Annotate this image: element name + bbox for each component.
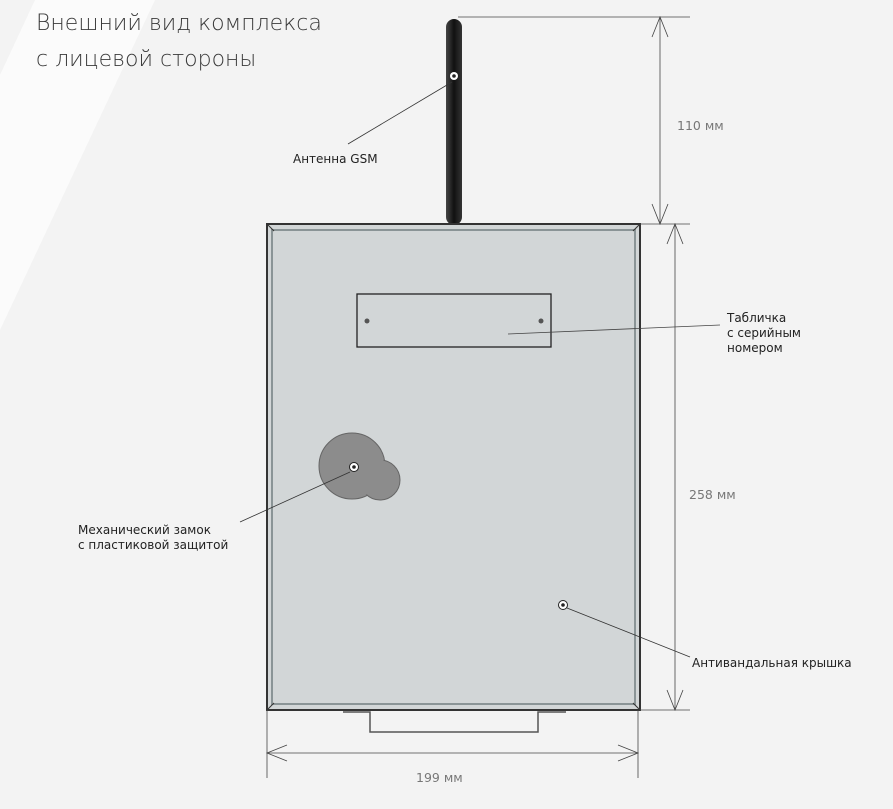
plate-label-line: Табличка: [727, 311, 787, 325]
plate-label: Табличка с серийным номером: [727, 311, 801, 356]
plate-label-line: с серийным: [727, 326, 801, 340]
lock-label: Механический замок с пластиковой защитой: [78, 523, 228, 553]
antenna: [446, 19, 462, 225]
width-dimension: 199 мм: [416, 770, 463, 785]
lock: [318, 432, 401, 501]
cover-label: Антивандальная крышка: [692, 656, 852, 670]
antenna-height-dimension: 110 мм: [677, 118, 724, 133]
body-height-dimension: 258 мм: [689, 487, 736, 502]
lock-label-line: с пластиковой защитой: [78, 538, 229, 552]
bottom-bracket: [343, 711, 566, 733]
serial-plate: [356, 293, 552, 348]
page-title: Внешний вид комплекса с лицевой стороны: [36, 6, 322, 78]
title-line-2: с лицевой стороны: [36, 47, 257, 72]
antenna-label: Антенна GSM: [293, 152, 378, 166]
background-stripe: [0, 0, 155, 330]
lock-label-line: Механический замок: [78, 523, 211, 537]
plate-label-line: номером: [727, 341, 783, 355]
title-line-1: Внешний вид комплекса: [36, 11, 322, 36]
